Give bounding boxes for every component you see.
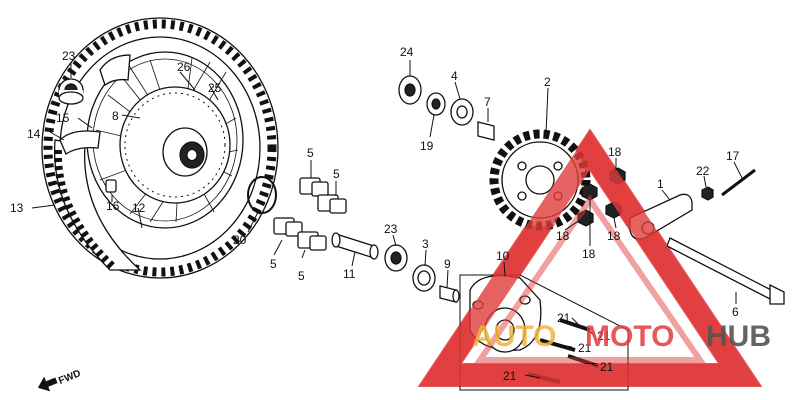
label-18-d: 18 — [607, 229, 621, 243]
label-18-a: 18 — [608, 145, 622, 159]
bearing-23-left — [58, 78, 84, 105]
collar-7 — [477, 121, 495, 141]
label-14: 14 — [27, 127, 41, 141]
label-13: 13 — [10, 201, 24, 215]
label-22: 22 — [696, 164, 710, 178]
spacer-4 — [450, 98, 474, 126]
label-25: 25 — [208, 81, 222, 95]
damper-5-a — [299, 177, 329, 197]
label-5-b: 5 — [333, 167, 340, 181]
damper-5-d — [297, 231, 327, 251]
watermark-word-hub: HUB — [706, 320, 771, 353]
valve-16 — [105, 179, 117, 193]
spacer-11 — [331, 232, 379, 260]
bearing-23-right — [384, 244, 408, 272]
label-8: 8 — [112, 109, 119, 123]
label-6: 6 — [732, 305, 739, 319]
label-21-a: 21 — [557, 311, 571, 325]
label-23-right: 23 — [384, 222, 398, 236]
fwd-indicator: FWD — [37, 368, 82, 392]
label-11: 11 — [343, 267, 356, 281]
label-9: 9 — [444, 257, 451, 271]
label-18-b: 18 — [556, 229, 570, 243]
label-20: 20 — [233, 233, 247, 247]
axle-6 — [666, 237, 785, 305]
nut-22 — [701, 186, 714, 201]
label-18-c: 18 — [582, 247, 596, 261]
watermark-triangle — [419, 130, 761, 386]
label-24: 24 — [400, 45, 414, 59]
label-5-d: 5 — [298, 269, 305, 283]
watermark-word-auto: AUTO — [472, 320, 556, 353]
label-15: 15 — [56, 111, 70, 125]
label-7: 7 — [484, 95, 491, 109]
fwd-label: FWD — [57, 368, 82, 387]
label-4: 4 — [451, 69, 458, 83]
o-ring-20 — [247, 176, 277, 214]
label-21-c: 21 — [578, 341, 592, 355]
label-16: 16 — [106, 199, 120, 213]
rear-wheel — [41, 17, 279, 279]
label-5-c: 5 — [270, 257, 277, 271]
label-12: 12 — [132, 201, 146, 215]
damper-5-b — [317, 194, 347, 214]
label-26: 26 — [177, 60, 191, 74]
label-1: 1 — [657, 177, 664, 191]
label-21-d: 21 — [600, 360, 614, 374]
bolt-17 — [721, 168, 756, 197]
seal-3 — [412, 264, 436, 292]
label-21-e: 21 — [503, 369, 517, 383]
bearing-24 — [398, 75, 422, 105]
watermark-word-moto: MOTO — [585, 320, 674, 353]
label-3: 3 — [422, 237, 429, 251]
inner-tube — [59, 130, 101, 155]
part-labels: 23 26 25 8 15 14 13 16 12 20 5 5 5 5 11 … — [10, 45, 740, 383]
label-21-b: 21 — [597, 329, 611, 343]
fwd-arrow-icon — [37, 376, 58, 392]
label-19: 19 — [420, 139, 434, 153]
collar-9 — [439, 285, 460, 303]
seal-19 — [426, 92, 446, 116]
watermark-text: AUTO MOTO HUB — [472, 320, 771, 353]
leader-lines — [31, 60, 743, 379]
label-23-left: 23 — [62, 49, 76, 63]
label-10: 10 — [496, 249, 510, 263]
label-5-a: 5 — [307, 146, 314, 160]
tire-section — [53, 139, 142, 271]
label-17: 17 — [726, 149, 740, 163]
label-2: 2 — [544, 75, 551, 89]
